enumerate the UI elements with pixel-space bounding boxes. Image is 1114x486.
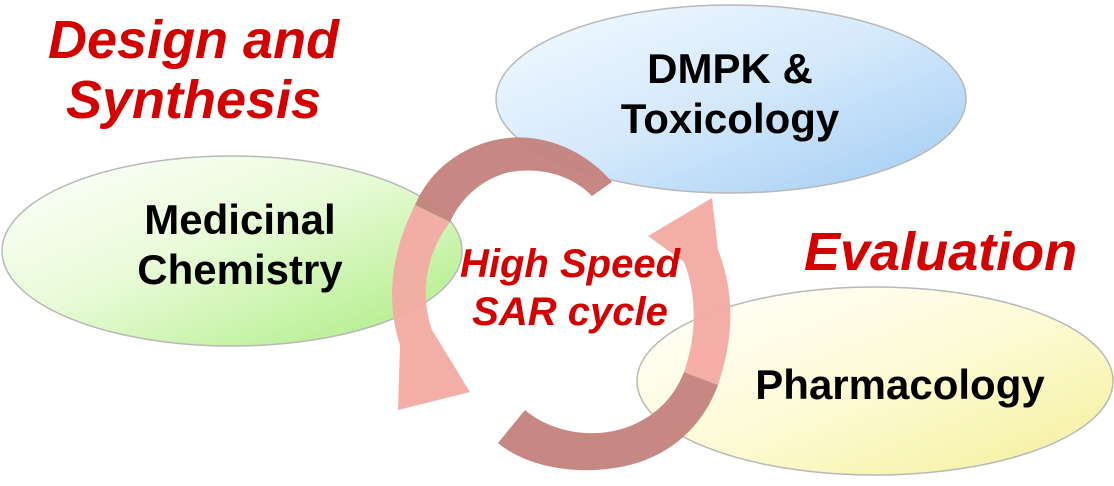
medchem-line2: Chemistry: [137, 246, 343, 294]
cycle-arrow-top-icon: [415, 137, 612, 222]
design-synthesis-heading: Design and Synthesis: [48, 10, 339, 131]
medicinal-chemistry-label: Medicinal Chemistry: [120, 195, 360, 296]
cycle-arrow-right-icon: [648, 198, 731, 385]
center-line1: High Speed: [459, 242, 681, 286]
medchem-line1: Medicinal: [144, 196, 336, 243]
cycle-arrow-left-icon: [392, 205, 470, 410]
design-heading-line1: Design and: [48, 10, 340, 70]
design-heading-line2: Synthesis: [65, 70, 322, 131]
dmpk-line2: Toxicology: [620, 95, 840, 143]
dmpk-toxicology-label: DMPK & Toxicology: [600, 44, 860, 145]
cycle-arrow-bottom-icon: [498, 372, 718, 471]
medicinal-chemistry-ellipse: [1, 155, 463, 347]
sar-cycle-label: High Speed SAR cycle: [440, 240, 700, 336]
pharmacology-ellipse: [636, 286, 1114, 476]
pharm-line1: Pharmacology: [755, 361, 1045, 408]
dmpk-line1: DMPK &: [647, 45, 813, 92]
evaluation-heading: Evaluation: [804, 222, 1078, 282]
pharmacology-label: Pharmacology: [740, 360, 1060, 410]
dmpk-toxicology-ellipse: [495, 4, 967, 194]
center-line2: SAR cycle: [472, 290, 668, 334]
